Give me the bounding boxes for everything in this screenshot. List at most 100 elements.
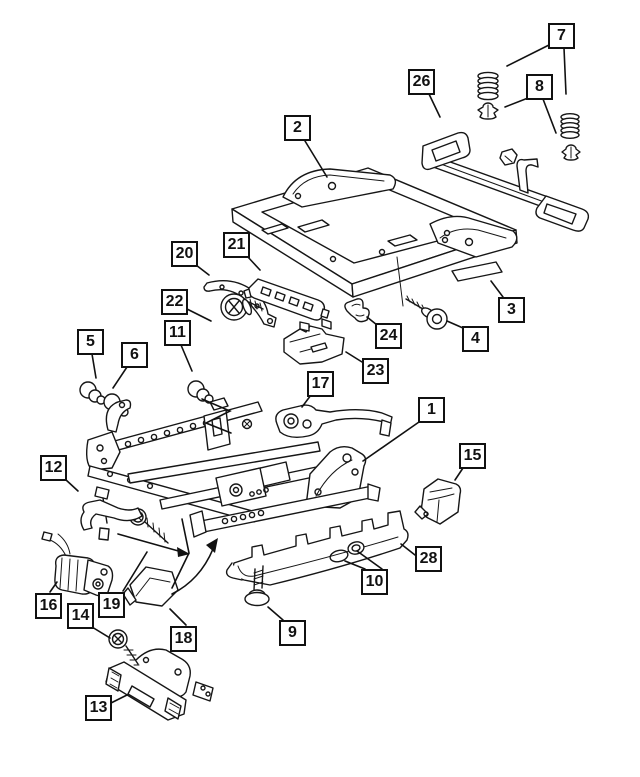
callout-label: 3 <box>507 301 516 318</box>
callout-label: 16 <box>39 597 58 614</box>
callout-label: 4 <box>471 330 480 347</box>
callout-box-5: 5 <box>77 329 104 355</box>
straight-install-arrow <box>117 533 190 557</box>
clip-part-24 <box>344 298 370 323</box>
callout-label: 7 <box>557 27 566 44</box>
leader-3 <box>490 280 504 298</box>
callout-box-15: 15 <box>459 443 486 469</box>
callout-label: 5 <box>86 333 95 350</box>
leader-19 <box>122 551 148 592</box>
leader-8a <box>504 97 529 108</box>
leader-15 <box>454 467 464 481</box>
bracket-plate-part <box>105 648 214 721</box>
callout-box-24: 24 <box>375 323 402 349</box>
callout-label: 26 <box>412 73 431 90</box>
callout-label: 9 <box>288 624 297 641</box>
zigzag-indicator-11 <box>201 398 232 434</box>
callout-label: 14 <box>71 607 90 624</box>
callout-label: 11 <box>169 324 186 341</box>
leader-5 <box>91 353 97 379</box>
callout-box-17: 17 <box>307 371 334 397</box>
push-nut-part-a <box>477 102 499 120</box>
callout-box-20: 20 <box>171 241 198 267</box>
leader-14 <box>91 626 111 639</box>
spring-part-b <box>560 112 580 139</box>
leader-26 <box>428 93 441 118</box>
leader-28 <box>400 543 416 556</box>
seat-pan-part <box>231 167 518 307</box>
support-bracket-part <box>283 318 345 365</box>
screw-part-14 <box>108 629 140 666</box>
leader-20 <box>195 264 210 276</box>
leader-17 <box>301 394 312 408</box>
callout-label: 8 <box>535 78 544 95</box>
callout-box-19: 19 <box>98 592 125 618</box>
callout-label: 2 <box>293 119 302 136</box>
callout-box-8: 8 <box>526 74 553 100</box>
leader-10a <box>344 560 366 570</box>
callout-box-21: 21 <box>223 232 250 258</box>
callout-box-9: 9 <box>279 620 306 646</box>
callout-box-18: 18 <box>170 626 197 652</box>
zigzag-indicator-19 <box>171 518 190 589</box>
callout-label: 10 <box>365 573 384 590</box>
callout-box-12: 12 <box>40 455 67 481</box>
motor-part <box>41 531 114 597</box>
push-nut-part-b <box>561 144 581 161</box>
callout-box-13: 13 <box>85 695 112 721</box>
torsion-arm-part <box>275 404 393 439</box>
leader-2 <box>304 140 328 178</box>
leader-13 <box>110 694 128 704</box>
callout-label: 15 <box>463 447 482 464</box>
leader-22 <box>186 308 212 322</box>
leader-23 <box>345 351 363 363</box>
leader-12 <box>64 478 79 492</box>
callout-box-4: 4 <box>462 326 489 352</box>
callout-box-2: 2 <box>284 115 311 141</box>
track-cover-part <box>122 566 179 607</box>
callout-label: 28 <box>419 550 438 567</box>
seat-track-assembly-part <box>85 397 381 544</box>
leader-lines <box>49 44 567 704</box>
callout-label: 23 <box>366 362 385 379</box>
leader-11 <box>180 344 193 372</box>
screw-part-4 <box>405 295 448 330</box>
front-shield-part <box>225 510 409 586</box>
latch-bracket-part <box>80 486 143 541</box>
callout-box-16: 16 <box>35 593 62 619</box>
leader-1 <box>362 421 420 462</box>
callout-box-7: 7 <box>548 23 575 49</box>
leader-8b <box>542 98 557 134</box>
callout-label: 20 <box>175 245 194 262</box>
side-cover-part <box>414 478 462 525</box>
callout-box-23: 23 <box>362 358 389 384</box>
leader-7b <box>563 47 567 95</box>
callout-label: 24 <box>379 327 398 344</box>
riser-crossbar-part <box>421 131 590 232</box>
callout-box-28: 28 <box>415 546 442 572</box>
callout-box-11: 11 <box>164 320 191 346</box>
callout-label: 19 <box>102 596 121 613</box>
callout-label: 6 <box>130 346 139 363</box>
callout-box-14: 14 <box>67 603 94 629</box>
callout-box-6: 6 <box>121 342 148 368</box>
leader-4 <box>446 320 464 329</box>
callout-label: 21 <box>227 236 246 253</box>
leader-7a <box>506 44 550 67</box>
screw-part-9 <box>244 565 270 607</box>
callout-label: 18 <box>174 630 193 647</box>
leader-9 <box>267 606 284 621</box>
callout-box-22: 22 <box>161 289 188 315</box>
screw-part-22 <box>220 293 264 321</box>
callout-box-3: 3 <box>498 297 525 323</box>
track-molding-part <box>243 278 330 321</box>
grommet-part-5 <box>79 381 106 405</box>
callout-label: 1 <box>427 401 436 418</box>
leader-10b <box>356 550 383 570</box>
leader-16 <box>49 581 58 593</box>
leader-6 <box>112 366 128 389</box>
callout-label: 22 <box>165 293 184 310</box>
callout-label: 12 <box>44 459 63 476</box>
callout-box-1: 1 <box>418 397 445 423</box>
